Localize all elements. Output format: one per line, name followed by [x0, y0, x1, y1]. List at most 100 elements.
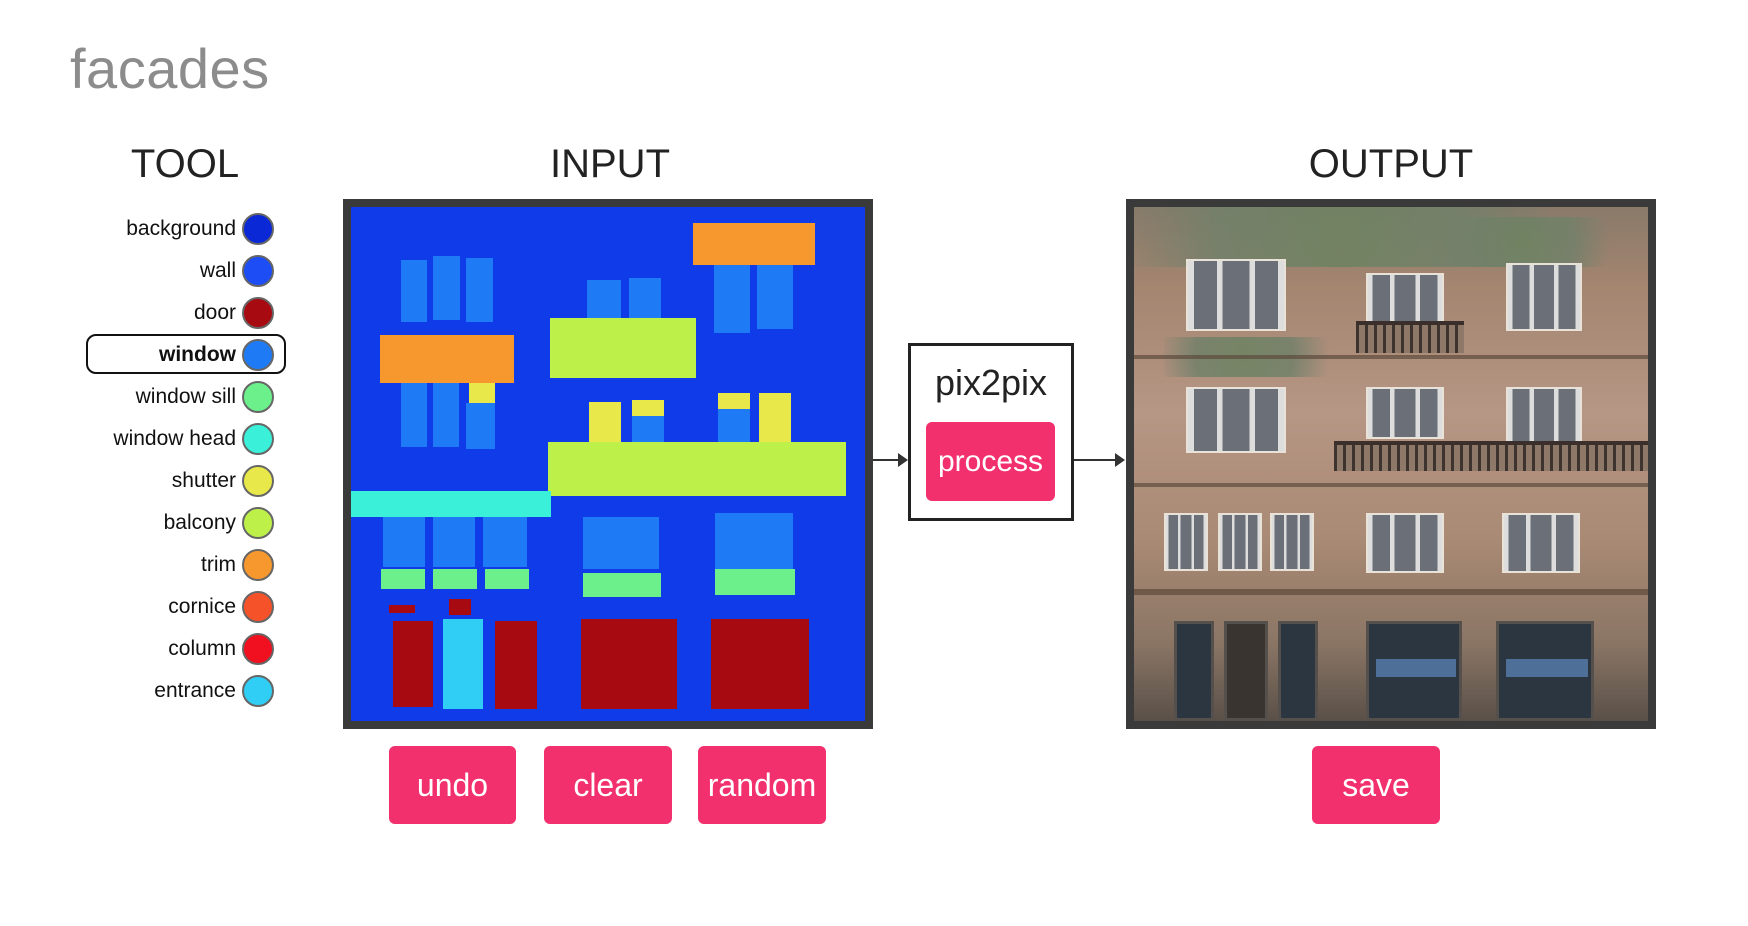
label-shutter — [759, 393, 791, 445]
facade-window — [1186, 387, 1286, 453]
tool-label: trim — [201, 553, 236, 576]
color-swatch-icon — [242, 507, 274, 539]
label-window — [757, 265, 793, 329]
facade-window — [1366, 273, 1444, 325]
tool-label: cornice — [168, 595, 236, 618]
tool-label: balcony — [163, 511, 236, 534]
output-generated-facade-image — [1134, 207, 1648, 721]
tool-item-background[interactable]: background — [86, 208, 286, 250]
tool-palette: background wall door window window sill … — [86, 208, 286, 712]
random-button[interactable]: random — [698, 746, 826, 824]
color-swatch-icon — [242, 339, 274, 371]
tool-item-trim[interactable]: trim — [86, 544, 286, 586]
clear-button[interactable]: clear — [544, 746, 672, 824]
save-button[interactable]: save — [1312, 746, 1440, 824]
tool-item-balcony[interactable]: balcony — [86, 502, 286, 544]
input-heading: INPUT — [550, 142, 670, 186]
color-swatch-icon — [242, 465, 274, 497]
label-window — [629, 278, 661, 322]
label-shutter — [718, 393, 750, 409]
tool-label: door — [193, 301, 236, 324]
output-heading: OUTPUT — [1308, 142, 1474, 186]
label-door — [449, 599, 471, 615]
label-window-sill — [381, 569, 425, 589]
label-window — [583, 517, 659, 569]
arrow-right-icon — [1074, 453, 1125, 467]
label-entrance — [443, 619, 483, 709]
process-button[interactable]: process — [926, 422, 1055, 501]
color-swatch-icon — [242, 213, 274, 245]
tool-item-entrance[interactable]: entrance — [86, 670, 286, 712]
facade-window — [1506, 387, 1582, 445]
facade-awning — [1506, 659, 1588, 677]
facade-window — [1164, 513, 1208, 571]
label-door — [393, 621, 433, 707]
tool-label: wall — [199, 259, 236, 282]
label-door — [495, 621, 537, 709]
label-window — [433, 383, 459, 447]
label-shutter — [469, 383, 495, 403]
color-swatch-icon — [242, 591, 274, 623]
tool-item-cornice[interactable]: cornice — [86, 586, 286, 628]
tool-label: window — [159, 343, 236, 366]
facade-shopfront — [1278, 621, 1318, 721]
tool-label: entrance — [154, 679, 236, 702]
color-swatch-icon — [242, 255, 274, 287]
label-door — [389, 605, 415, 613]
label-trim — [693, 223, 815, 265]
label-window — [718, 409, 750, 443]
facade-entrance — [1224, 621, 1268, 721]
tool-item-shutter[interactable]: shutter — [86, 460, 286, 502]
color-swatch-icon — [242, 549, 274, 581]
label-window — [401, 260, 427, 322]
label-window — [483, 517, 527, 567]
label-window-sill — [583, 573, 661, 597]
input-drawing-canvas[interactable] — [351, 207, 865, 721]
facade-window — [1366, 513, 1444, 573]
facade-window — [1270, 513, 1314, 571]
tool-item-window-head[interactable]: window head — [86, 418, 286, 460]
facade-shopfront — [1174, 621, 1214, 721]
label-trim — [380, 335, 514, 383]
label-window — [433, 256, 460, 320]
label-balcony — [548, 442, 846, 496]
color-swatch-icon — [242, 633, 274, 665]
facade-window — [1506, 263, 1582, 331]
tool-item-wall[interactable]: wall — [86, 250, 286, 292]
label-window-sill — [433, 569, 477, 589]
facade-ledge — [1134, 589, 1648, 595]
label-shutter — [632, 400, 664, 416]
label-window — [466, 258, 493, 322]
label-window — [466, 403, 495, 449]
tool-item-column[interactable]: column — [86, 628, 286, 670]
tool-label: window sill — [135, 385, 236, 408]
tool-item-window[interactable]: window — [86, 334, 286, 376]
facade-window — [1218, 513, 1262, 571]
selected-outline — [86, 334, 286, 374]
input-canvas-frame — [343, 199, 873, 729]
tool-label: background — [126, 217, 236, 240]
tool-item-door[interactable]: door — [86, 292, 286, 334]
label-window-sill — [485, 569, 529, 589]
facade-window — [1366, 387, 1444, 439]
label-window — [715, 513, 793, 569]
pix2pix-label: pix2pix — [934, 362, 1048, 403]
facade-window — [1186, 259, 1286, 331]
label-window — [401, 383, 427, 447]
label-window-head — [351, 491, 551, 517]
label-shutter — [589, 402, 621, 442]
color-swatch-icon — [242, 297, 274, 329]
facade-awning — [1376, 659, 1456, 677]
tool-label: window head — [113, 427, 236, 450]
facade-balcony — [1334, 441, 1648, 471]
tool-heading: TOOL — [130, 142, 240, 186]
facade-ledge — [1134, 483, 1648, 487]
undo-button[interactable]: undo — [389, 746, 516, 824]
facade-foliage — [1444, 217, 1644, 267]
color-swatch-icon — [242, 675, 274, 707]
facade-window — [1502, 513, 1580, 573]
label-window — [383, 517, 425, 567]
color-swatch-icon — [242, 381, 274, 413]
output-image-frame — [1126, 199, 1656, 729]
tool-item-window-sill[interactable]: window sill — [86, 376, 286, 418]
